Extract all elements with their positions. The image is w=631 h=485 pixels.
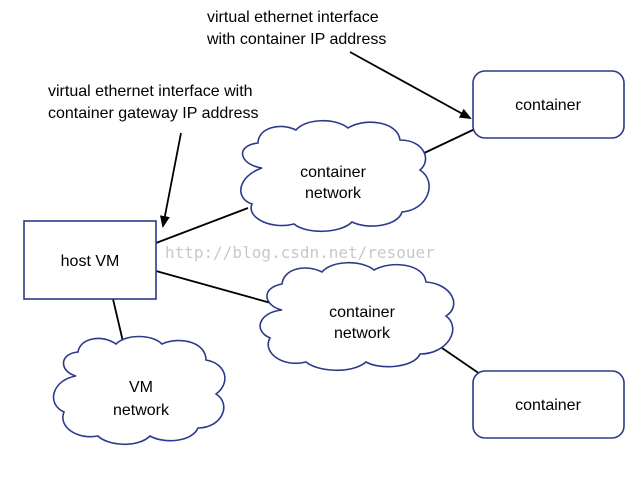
cloud-container-network-top	[240, 119, 430, 233]
annotation-veth-gateway-ip-line1: virtual ethernet interface with	[48, 83, 253, 100]
vm-network-label-line2: network	[113, 402, 170, 419]
watermark-text: http://blog.csdn.net/resouer	[165, 243, 435, 262]
annotation-veth-gateway-ip-line2: container gateway IP address	[48, 105, 259, 122]
link-network-top-to-container-top	[419, 127, 478, 156]
cloud-container-network-middle	[259, 261, 455, 372]
link-host-to-vm-network	[112, 298, 125, 347]
arrow-veth-container-ip	[349, 51, 472, 119]
link-host-to-network-middle	[155, 270, 279, 306]
network-middle-label-line2: network	[334, 325, 391, 342]
network-top-label-line2: network	[305, 185, 362, 202]
annotation-veth-container-ip-line1: virtual ethernet interface	[207, 9, 379, 26]
container-bottom-label: container	[515, 397, 581, 414]
host-vm-label: host VM	[61, 253, 120, 270]
container-top-label: container	[515, 97, 581, 114]
network-middle-label-line1: container	[329, 304, 395, 321]
container-box-bottom	[472, 370, 625, 439]
link-network-middle-to-container-bottom	[441, 347, 481, 375]
annotation-veth-container-ip-line2: with container IP address	[206, 31, 386, 48]
network-top-label-line1: container	[300, 164, 366, 181]
host-vm-box	[23, 220, 157, 300]
arrow-veth-gateway-ip	[159, 132, 182, 228]
cloud-vm-network	[52, 335, 226, 446]
vm-network-label-line1: VM	[129, 379, 153, 396]
link-host-to-network-top	[155, 207, 249, 244]
container-box-top	[472, 70, 625, 139]
